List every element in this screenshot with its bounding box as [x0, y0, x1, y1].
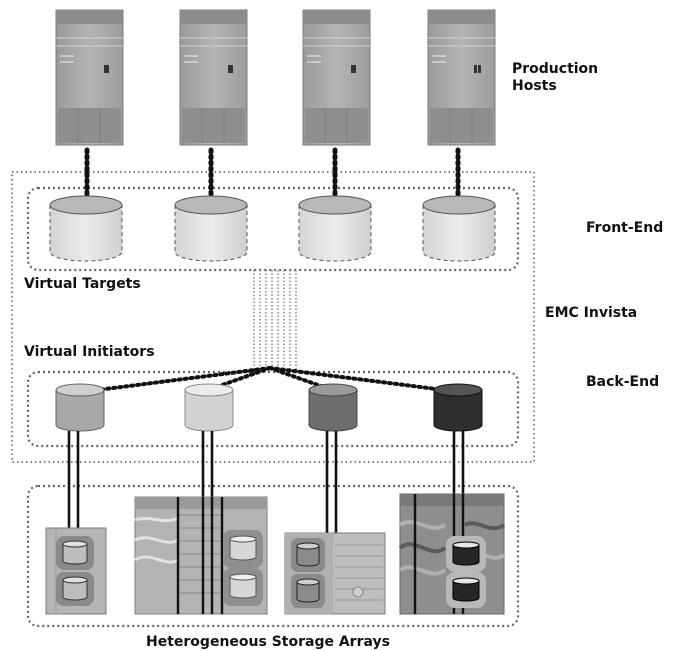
- virtual-initiators-label: Virtual Initiators: [24, 344, 155, 360]
- production-hosts-label-line1: Production: [512, 61, 599, 77]
- fabric-connections: [253, 270, 297, 370]
- server-2: [179, 9, 248, 146]
- back-end-label: Back-End: [586, 374, 660, 390]
- storage-array-4: [398, 493, 506, 615]
- back-end-group: [26, 370, 520, 448]
- initiator-fanout: [72, 366, 462, 395]
- storage-arrays-label: Heterogeneous Storage Arrays: [146, 634, 390, 650]
- production-hosts-label-line2: Hosts: [512, 78, 557, 94]
- target-cylinder-1: [49, 195, 123, 262]
- target-cylinder-3: [298, 195, 372, 262]
- virtual-targets: [49, 195, 496, 262]
- emc-invista-boundary: [11, 171, 535, 463]
- virtual-targets-label: Virtual Targets: [24, 276, 141, 292]
- initiator-cylinder-2: [184, 383, 234, 432]
- storage-array-3: [284, 532, 386, 615]
- emc-invista-label: EMC Invista: [545, 305, 638, 321]
- server-4: [427, 9, 496, 146]
- storage-array-2: [134, 496, 268, 615]
- host-links: [84, 147, 461, 199]
- server-3: [302, 9, 371, 146]
- target-cylinder-2: [174, 195, 248, 262]
- target-cylinder-4: [422, 195, 496, 262]
- initiator-cylinder-1: [55, 383, 105, 432]
- production-hosts: [55, 9, 496, 146]
- front-end-group: [26, 186, 520, 272]
- production-hosts-label: Production Hosts: [512, 61, 598, 95]
- storage-arrays-group: [26, 484, 520, 628]
- initiator-cylinder-4: [433, 383, 483, 432]
- virtual-initiators: [55, 383, 483, 432]
- storage-array-1: [45, 527, 107, 615]
- front-end-label: Front-End: [586, 220, 664, 236]
- initiator-cylinder-3: [308, 383, 358, 432]
- array-links: [67, 431, 465, 535]
- server-1: [55, 9, 124, 146]
